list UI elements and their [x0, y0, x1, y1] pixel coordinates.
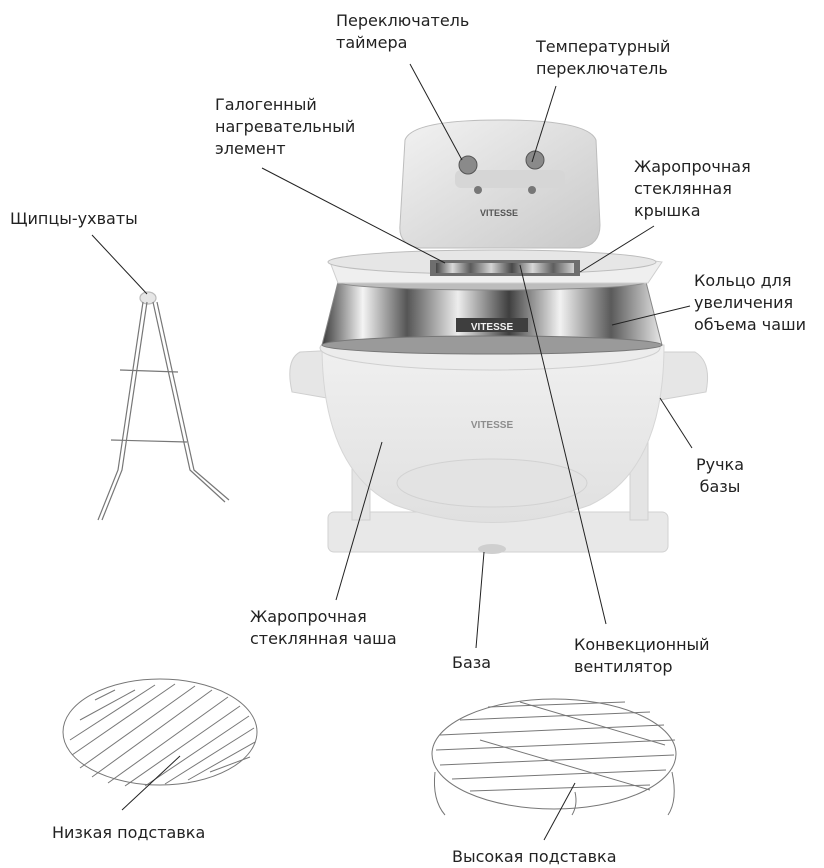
brand-logo-lid: VITESSE: [480, 208, 518, 218]
leader-base: [476, 552, 484, 648]
label-base-handle: Ручка базы: [690, 454, 750, 498]
label-high-rack: Высокая подставка: [452, 846, 617, 868]
label-temperature-switch: Температурный переключатель: [536, 36, 670, 80]
leader-high-rack: [544, 783, 575, 840]
label-glass-bowl: Жаропрочная стеклянная чаша: [250, 606, 397, 650]
control-head: [400, 120, 600, 248]
label-extension-ring: Кольцо для увеличения объема чаши: [694, 270, 806, 336]
label-halogen-element: Галогенный нагревательный элемент: [215, 94, 355, 160]
label-glass-lid: Жаропрочная стеклянная крышка: [634, 156, 751, 222]
extension-ring: [322, 274, 662, 354]
high-rack-drawing: [432, 699, 676, 815]
tongs-drawing: [98, 292, 229, 520]
leader-base-handle: [660, 398, 692, 448]
glass-lid: [328, 250, 662, 283]
brand-logo-ring: VITESSE: [471, 322, 514, 333]
label-low-rack: Низкая подставка: [52, 822, 205, 844]
brand-logo-bowl: VITESSE: [471, 420, 514, 431]
label-base: База: [452, 652, 491, 674]
label-timer-switch: Переключатель таймера: [336, 10, 469, 54]
label-convection-fan: Конвекционный вентилятор: [574, 634, 710, 678]
label-tongs: Щипцы-ухваты: [10, 208, 138, 230]
low-rack-drawing: [63, 679, 257, 786]
leader-tongs: [92, 235, 147, 294]
